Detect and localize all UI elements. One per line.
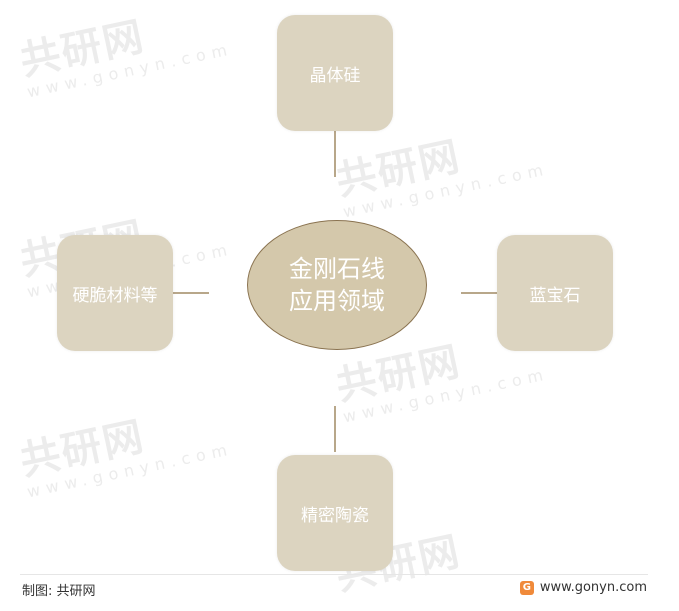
watermark: 共研网 www.gonyn.com bbox=[14, 0, 235, 102]
footer-site: G www.gonyn.com bbox=[519, 580, 647, 595]
node-left-label: 硬脆材料等 bbox=[72, 285, 158, 306]
watermark-site: www.gonyn.com bbox=[25, 439, 235, 502]
node-top: 晶体硅 bbox=[277, 15, 393, 131]
connector-left bbox=[173, 292, 209, 294]
center-label-line1: 金刚石线 bbox=[289, 255, 385, 283]
watermark-brand: 共研网 bbox=[16, 413, 149, 485]
node-top-label: 晶体硅 bbox=[309, 65, 361, 86]
watermark-site: www.gonyn.com bbox=[25, 39, 235, 102]
footer-divider bbox=[20, 574, 648, 575]
node-right: 蓝宝石 bbox=[497, 235, 613, 351]
connector-right bbox=[461, 292, 497, 294]
watermark-site: www.gonyn.com bbox=[341, 159, 551, 222]
footer-site-url: www.gonyn.com bbox=[539, 580, 647, 595]
center-node: 金刚石线 应用领域 bbox=[247, 220, 427, 350]
node-bottom: 精密陶瓷 bbox=[277, 455, 393, 571]
footer-source: 制图: 共研网 bbox=[22, 584, 96, 599]
watermark-brand: 共研网 bbox=[16, 13, 149, 85]
connector-bottom bbox=[334, 406, 336, 452]
node-bottom-label: 精密陶瓷 bbox=[301, 505, 369, 526]
gonyn-logo-icon: G bbox=[519, 580, 534, 595]
node-left: 硬脆材料等 bbox=[57, 235, 173, 351]
watermark-site: www.gonyn.com bbox=[341, 364, 551, 427]
watermark: 共研网 www.gonyn.com bbox=[14, 386, 235, 502]
center-label-line2: 应用领域 bbox=[289, 287, 385, 315]
node-right-label: 蓝宝石 bbox=[529, 285, 581, 306]
connector-top bbox=[334, 131, 336, 177]
